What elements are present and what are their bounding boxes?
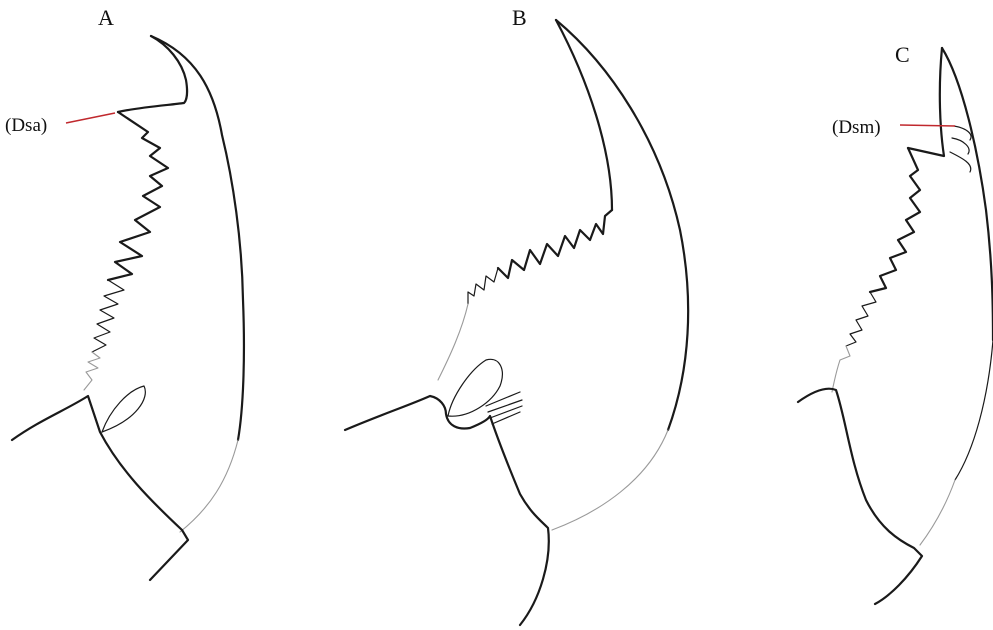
panel-a-callout-label: (Dsa) [5, 115, 47, 136]
panel-c-callout-label: (Dsm) [832, 117, 881, 138]
panel-b-label: B [512, 5, 527, 30]
panel-c-serrated-edge [870, 148, 920, 292]
panel-a-outer-edge [151, 36, 244, 440]
panel-a-outer-edge-lower [180, 440, 238, 532]
panel-c-outer-edge [942, 48, 993, 340]
panel-c-serrated-edge-fine [846, 292, 876, 346]
panel-a-serrated-edge-faint [84, 352, 100, 390]
panel-b-outer-edge [556, 20, 688, 430]
panel-a-lobe [102, 386, 145, 432]
panel-c-callout-leader [900, 125, 955, 126]
panel-b-tip-inner [556, 20, 612, 210]
panel-c-outer-edge-faint [920, 480, 955, 545]
panel-a: A (Dsa) [5, 5, 244, 580]
panel-a-tip [118, 36, 187, 112]
panel-a-proximal-edge [12, 396, 188, 580]
panel-a-serrated-edge-fine [92, 280, 124, 352]
panel-c-dsm-teeth [950, 126, 971, 172]
panel-c-serrated-edge-faint [832, 346, 850, 392]
panel-b-proximal-edge [345, 396, 549, 625]
panel-a-callout-leader [66, 113, 115, 123]
panel-c-outer-edge-lower [955, 340, 993, 480]
panel-c-tip [908, 48, 944, 156]
panel-b: B [345, 5, 688, 625]
panel-c: C (Dsm) [798, 42, 993, 604]
panel-c-label: C [895, 42, 910, 67]
panel-b-lobe [448, 359, 502, 416]
panel-b-outer-edge-lower [552, 430, 668, 530]
panel-c-proximal-edge [798, 389, 922, 604]
panel-a-serrated-edge [108, 112, 168, 280]
panel-a-label: A [98, 5, 114, 30]
panel-b-serrated-edge-faint [438, 304, 468, 380]
panel-b-serrated-edge [498, 210, 612, 278]
panel-b-serrated-edge-fine [468, 268, 498, 304]
